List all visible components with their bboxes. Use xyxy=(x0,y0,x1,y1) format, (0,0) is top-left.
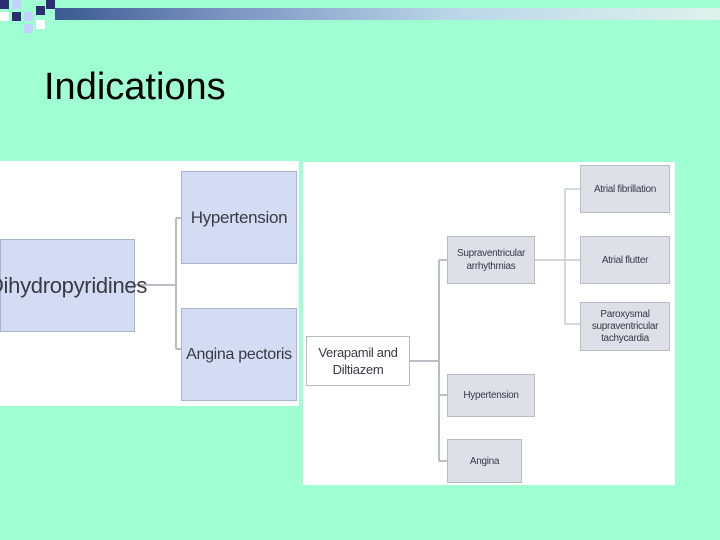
right-diagram-connectors xyxy=(410,188,580,462)
right-diagram-panel: Verapamil and Diltiazem Supraventricular… xyxy=(303,162,675,485)
corner-square-4 xyxy=(12,12,21,21)
node-atrial-fibrillation: Atrial fibrillation xyxy=(580,165,670,213)
node-verapamil-diltiazem: Verapamil and Diltiazem xyxy=(306,336,410,386)
left-diagram-panel: Dihydropyridines Hypertension Angina pec… xyxy=(0,161,299,406)
node-atrial-flutter: Atrial flutter xyxy=(580,236,670,284)
node-dihydropyridines: Dihydropyridines xyxy=(0,239,147,332)
slide-title: Indications xyxy=(44,66,226,108)
corner-square-3 xyxy=(0,12,9,21)
corner-square-5 xyxy=(24,12,33,21)
node-supraventricular-arrhythmias: Supraventricular arrhythmias xyxy=(447,236,535,284)
corner-square-7 xyxy=(24,24,33,33)
corner-square-1 xyxy=(0,0,9,9)
node-hypertension-left: Hypertension xyxy=(181,171,297,264)
corner-square-9 xyxy=(46,0,55,9)
title-accent-bar xyxy=(55,8,720,20)
node-angina: Angina xyxy=(447,439,522,483)
corner-square-2 xyxy=(12,0,21,9)
node-paroxysmal-svt: Paroxysmal supraventricular tachycardia xyxy=(580,302,670,351)
corner-square-6 xyxy=(36,6,45,15)
node-hypertension-right: Hypertension xyxy=(447,374,535,417)
corner-square-8 xyxy=(36,20,45,29)
node-angina-pectoris: Angina pectoris xyxy=(181,308,297,401)
left-diagram-connectors xyxy=(135,217,182,350)
